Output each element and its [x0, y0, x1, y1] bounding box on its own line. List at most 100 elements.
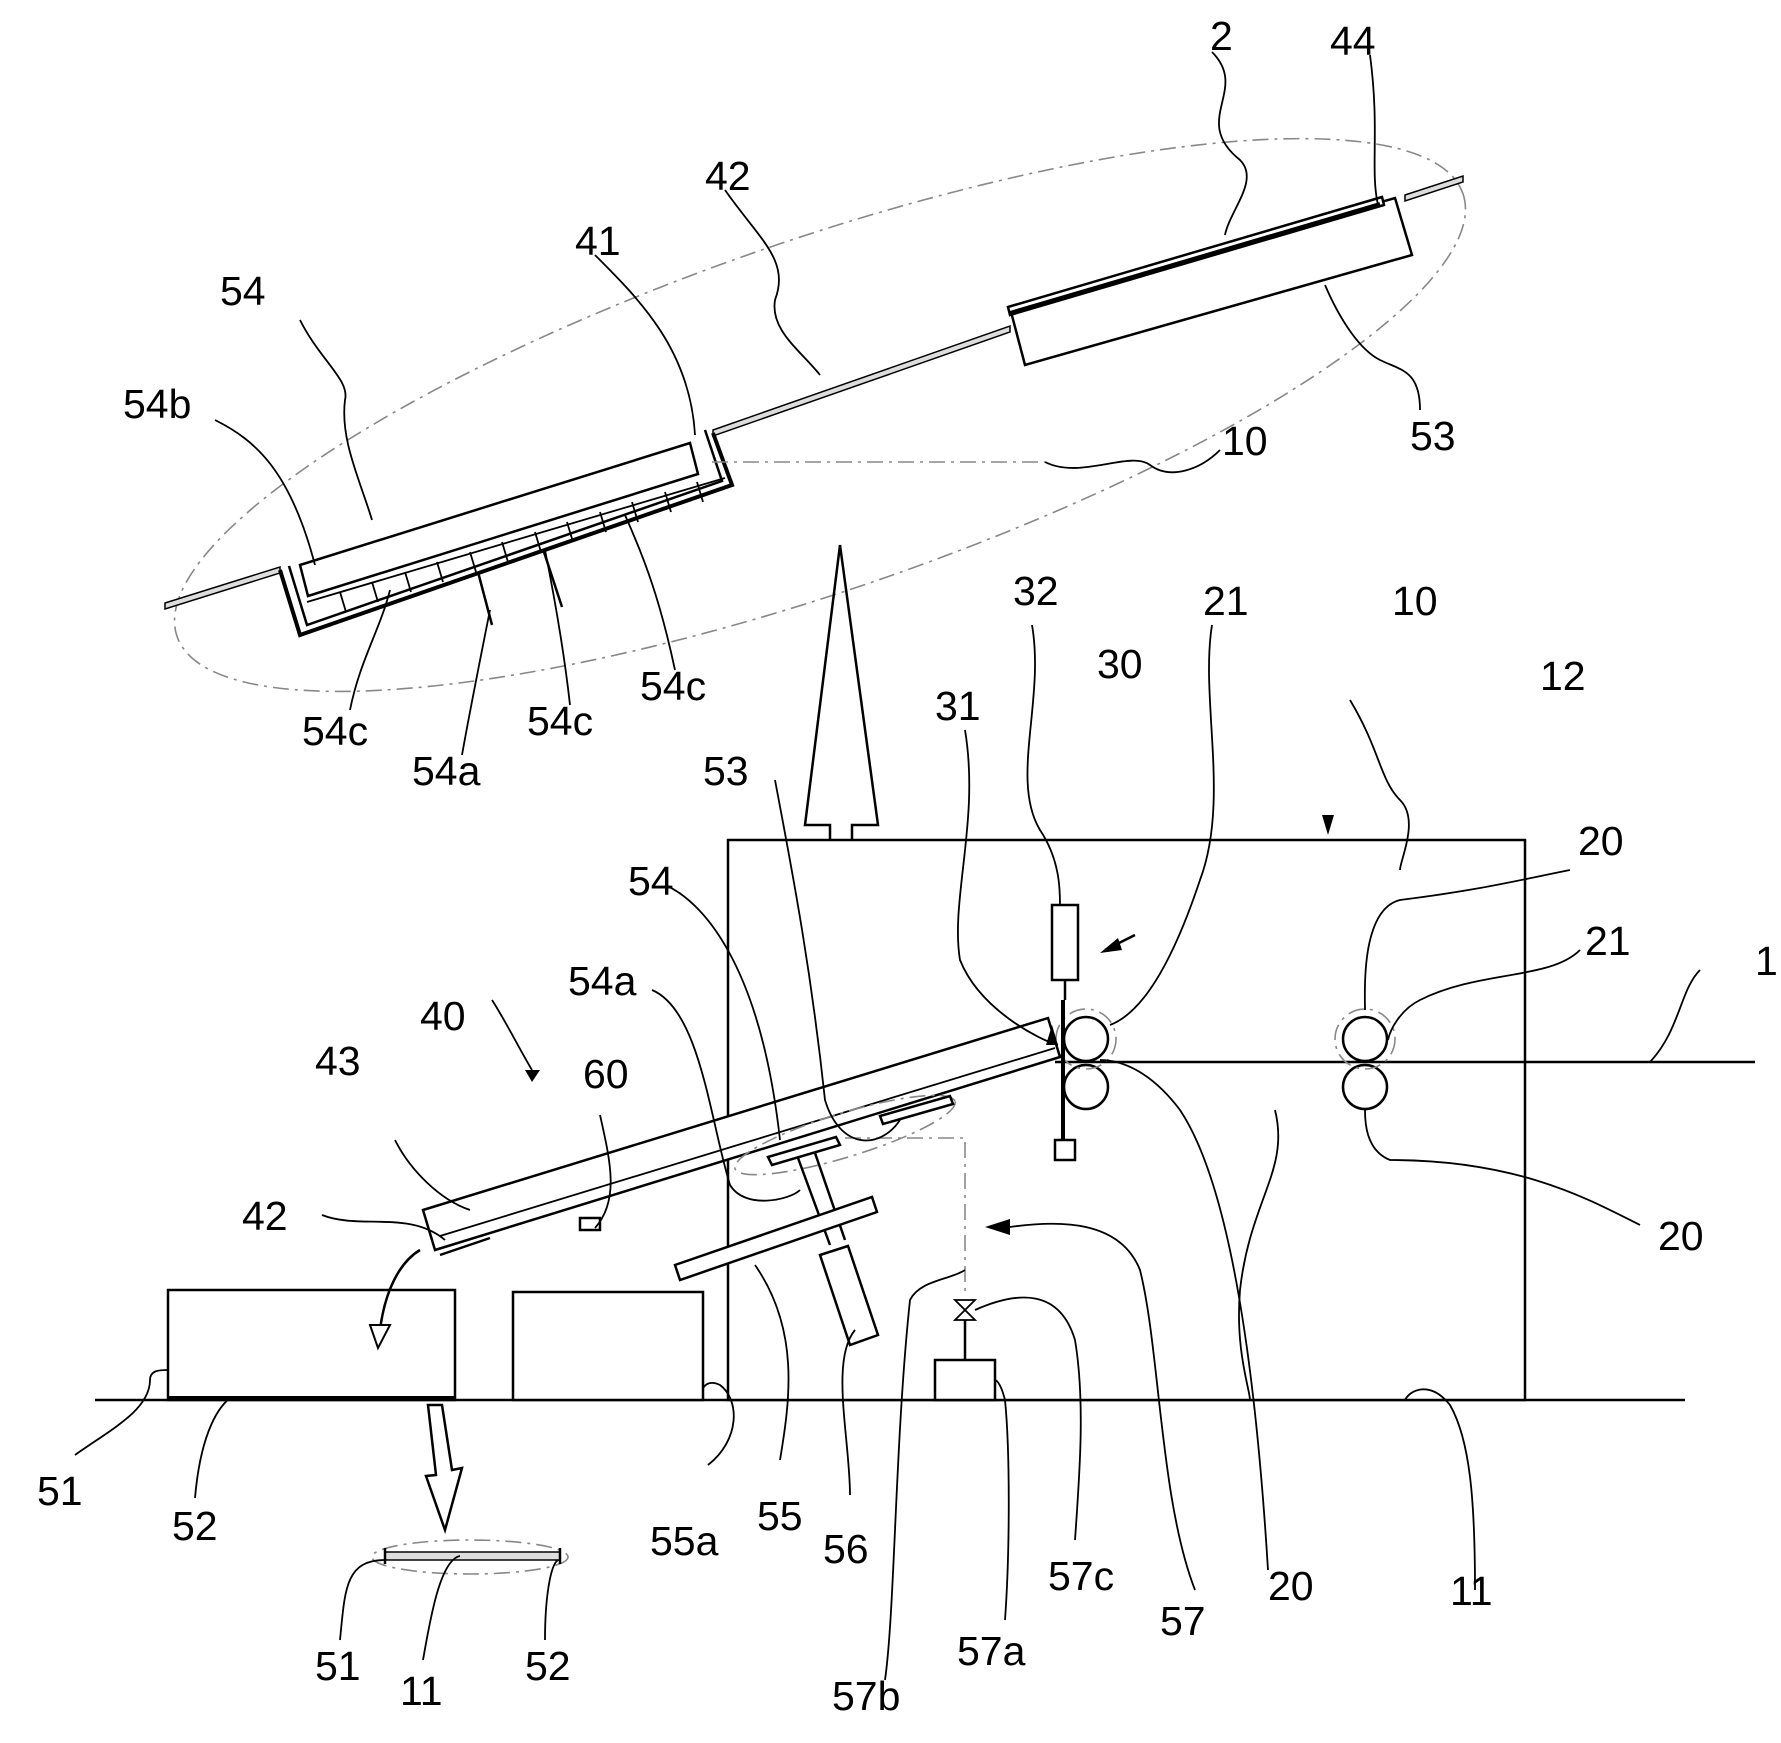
label-41: 41	[575, 218, 621, 264]
vacuum-line-57	[845, 1137, 966, 1292]
label-42-b: 42	[242, 1193, 288, 1239]
label-57b: 57b	[832, 1673, 900, 1719]
label-11-a: 11	[1450, 1568, 1493, 1614]
leader-40	[491, 999, 533, 1071]
label-55a: 55a	[650, 1518, 719, 1564]
leader-54b	[214, 419, 316, 566]
strip-42-left	[164, 565, 281, 611]
label-56: 56	[823, 1526, 869, 1572]
leader-20-c	[1099, 1059, 1269, 1571]
leader-57a	[994, 1379, 1010, 1621]
detail-view-top	[164, 137, 1467, 693]
leader-51-b	[339, 1559, 386, 1641]
cells-54c	[306, 477, 726, 613]
leader-42-top	[724, 189, 821, 376]
label-54a-top: 54a	[412, 748, 481, 794]
label-12: 12	[1540, 653, 1586, 699]
leader-42-b	[321, 1214, 446, 1241]
leader-54a-top	[461, 609, 491, 756]
detail-ellipse-top	[173, 137, 1467, 693]
box-55a	[511, 1290, 705, 1402]
label-54c-b: 54c	[527, 698, 593, 744]
label-52-b: 52	[525, 1643, 571, 1689]
strip-42-right	[1404, 174, 1464, 203]
leader-11-a	[1404, 1388, 1476, 1591]
label-57: 57	[1160, 1598, 1206, 1644]
stripper-42	[439, 1236, 491, 1257]
leader-55a	[702, 1382, 735, 1466]
leader-31	[957, 729, 1059, 1046]
pad-detail-11	[384, 1551, 561, 1561]
label-43: 43	[315, 1038, 361, 1084]
label-57a: 57a	[957, 1628, 1026, 1674]
label-54c-a: 54c	[302, 708, 368, 754]
label-54a-b: 54a	[568, 958, 637, 1004]
label-21-b: 21	[1585, 918, 1631, 964]
leader-21-b	[1387, 949, 1581, 1041]
roller-20-top-right	[1341, 1015, 1389, 1063]
leader-53-top	[1324, 284, 1421, 411]
leader-57	[1009, 1222, 1196, 1591]
leader-53-b	[774, 779, 901, 1142]
arrow-10-head	[1322, 815, 1334, 835]
roller-20-bottom-right	[1341, 1063, 1389, 1111]
label-40: 40	[420, 993, 466, 1039]
leader-20-b	[1364, 1109, 1641, 1226]
housing-54-outer	[278, 432, 735, 638]
label-51-a: 51	[37, 1468, 83, 1514]
cylinder-32	[1050, 903, 1080, 982]
leader-32	[1026, 624, 1061, 906]
blade-arrow	[1046, 1025, 1058, 1045]
label-53-top: 53	[1410, 413, 1456, 459]
label-54c-c: 54c	[640, 663, 706, 709]
label-60: 60	[583, 1051, 629, 1097]
leader-54c-b	[544, 549, 571, 706]
leader-57b	[884, 1269, 966, 1681]
label-30: 30	[1097, 641, 1143, 687]
plate-55	[673, 1195, 879, 1282]
box-51	[166, 1288, 457, 1402]
leader-20-a	[1363, 869, 1571, 1011]
cylinder-56	[818, 1244, 880, 1347]
leader-43	[394, 1139, 471, 1211]
leader-54c-c	[624, 514, 676, 671]
arrow-40-head	[525, 1070, 540, 1082]
detail-ellipse-main	[734, 1094, 956, 1176]
label-32: 32	[1013, 568, 1059, 614]
leader-56	[841, 1329, 856, 1496]
drop-arrow-shaft	[378, 1248, 421, 1331]
roller-21-ring-right	[1334, 1008, 1396, 1070]
leader-lines	[74, 51, 1701, 1681]
down-arrow	[424, 1403, 464, 1535]
housing-54-main	[766, 1135, 842, 1167]
label-1: 1	[1755, 938, 1778, 984]
leader-44	[1369, 54, 1379, 206]
leader-54a-b	[651, 989, 801, 1202]
label-20-c: 20	[1268, 1563, 1314, 1609]
label-31: 31	[935, 683, 981, 729]
detail-ellipse-bottom	[371, 1539, 569, 1575]
valve-57c-top	[952, 1299, 978, 1312]
main-view	[95, 815, 1755, 1575]
block-53-top	[1008, 196, 1414, 367]
leader-52-a	[194, 1397, 231, 1499]
label-11-b: 11	[400, 1668, 443, 1714]
leader-55	[754, 1264, 790, 1461]
leader-21-a	[1109, 624, 1215, 1026]
leader-51-a	[74, 1369, 169, 1456]
label-53-b: 53	[703, 748, 749, 794]
label-20-a: 20	[1578, 818, 1624, 864]
label-42-top: 42	[705, 153, 751, 199]
reference-labels: 2 44 42 41 54 54b 53 10 54c 54a 54c 54c …	[37, 13, 1778, 1719]
leader-11-b	[422, 1555, 461, 1661]
label-54-top: 54	[220, 268, 266, 314]
label-10-b: 10	[1392, 578, 1438, 624]
block-53-main	[878, 1094, 955, 1126]
label-44: 44	[1330, 18, 1376, 64]
drop-arrow-head	[368, 1324, 392, 1351]
label-20-b: 20	[1658, 1213, 1704, 1259]
conveyor-43-belt	[439, 1047, 1056, 1237]
label-54-b: 54	[628, 858, 674, 904]
